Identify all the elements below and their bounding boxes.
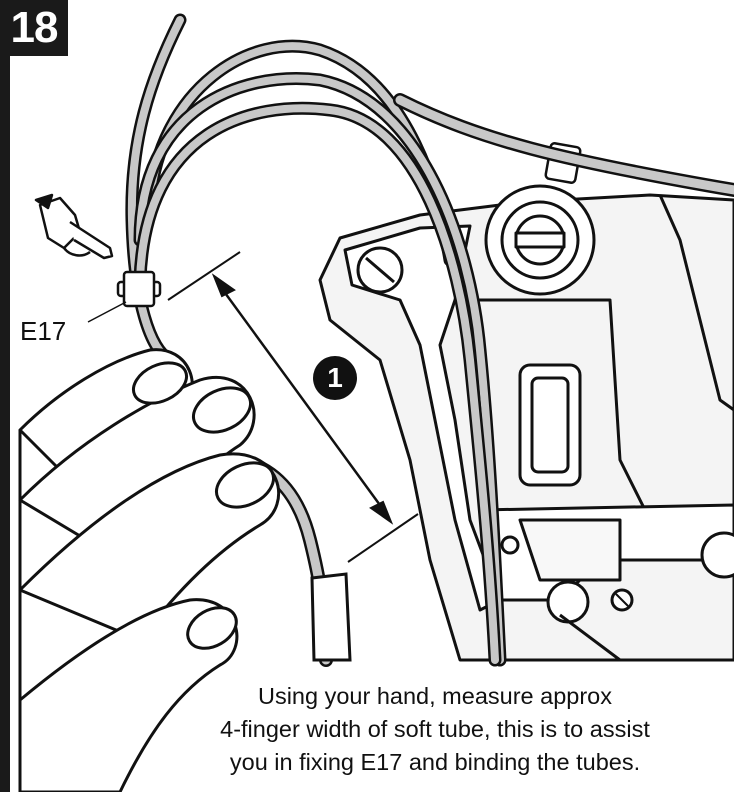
machine-assembly [318, 184, 734, 662]
tube-connector [310, 572, 352, 662]
pointing-hand-icon [34, 193, 114, 260]
e17-leader-line [87, 301, 127, 323]
left-border-bar [0, 56, 10, 792]
instruction-line-2: 4-finger width of soft tube, this is to … [220, 716, 650, 742]
callout-number: 1 [313, 356, 357, 400]
measurement-arrow [167, 251, 419, 563]
hand [18, 348, 280, 792]
instruction-line-3: you in fixing E17 and binding the tubes. [229, 749, 641, 775]
tubes [125, 13, 734, 667]
part-label-e17: E17 [20, 316, 67, 346]
instruction-line-1: Using your hand, measure approx [257, 683, 612, 709]
e17-fixture [116, 270, 162, 308]
instruction-caption: Using your hand, measure approx 4-finger… [140, 680, 730, 779]
step-number-badge: 18 [0, 0, 68, 56]
